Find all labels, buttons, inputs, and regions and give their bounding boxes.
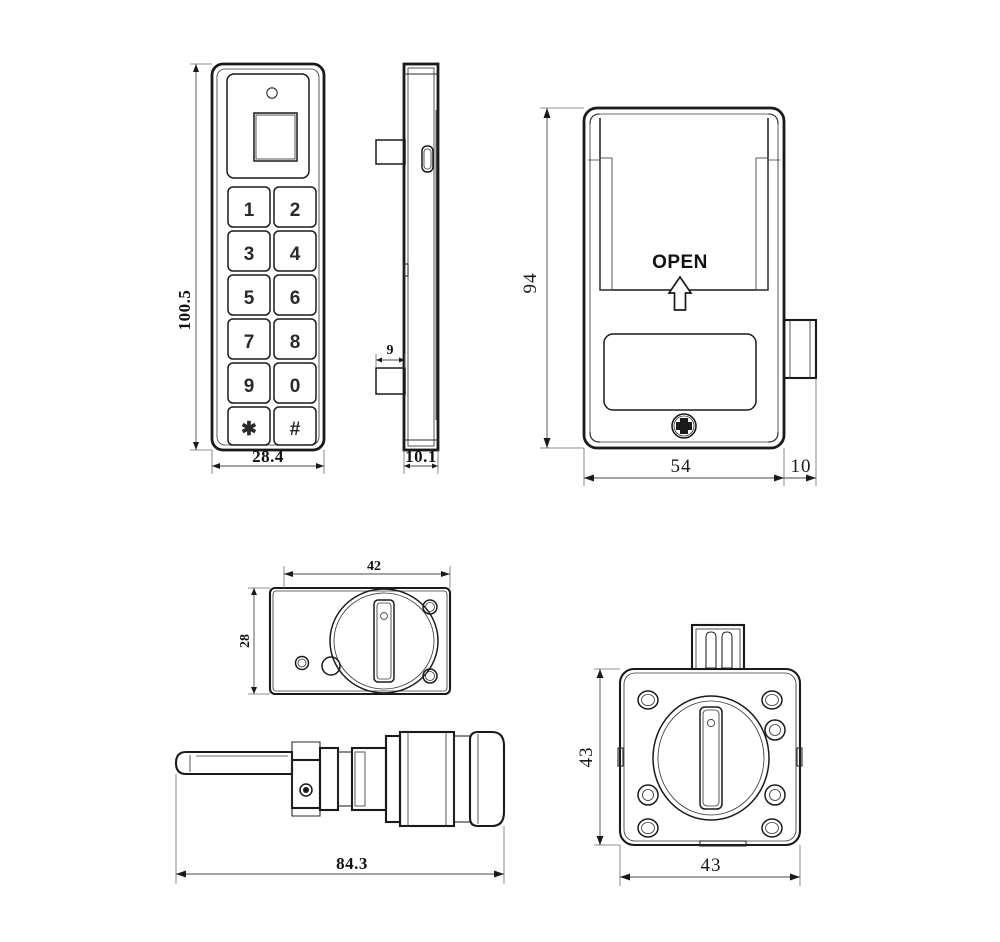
up-arrow-icon [667, 275, 693, 311]
key-label: 0 [290, 376, 301, 397]
knob-plate-front-view: 42 28 [238, 559, 452, 696]
key-label: 5 [244, 288, 255, 309]
lock-body [350, 746, 388, 812]
rear-housing-view: OPEN [520, 106, 818, 486]
key-2[interactable] [273, 186, 317, 228]
knob-assembly-side-view: 84.3 [174, 730, 506, 884]
dimension-rear-height [540, 107, 584, 449]
key-hash[interactable] [273, 406, 317, 446]
cam-arm [174, 750, 294, 776]
key-label: 6 [290, 288, 301, 309]
key-8[interactable] [273, 318, 317, 360]
usb-port-slot [421, 145, 434, 173]
key-0[interactable] [273, 362, 317, 404]
key-9[interactable] [227, 362, 271, 404]
key-label: 9 [244, 376, 255, 397]
key-star[interactable] [227, 406, 271, 446]
dimension-side-tab [375, 354, 406, 368]
mounting-hole [294, 655, 310, 671]
dimension-label-height: 100.5 [175, 290, 194, 331]
key-label: # [290, 419, 301, 440]
key-label: ✱ [241, 419, 257, 440]
dimension-rear-width [583, 448, 785, 486]
mounting-hole [764, 784, 786, 806]
key-5[interactable] [227, 274, 271, 316]
key-4[interactable] [273, 230, 317, 272]
led-indicator [266, 87, 278, 99]
key-label: 2 [290, 200, 301, 221]
mounting-hole [637, 818, 659, 838]
front-keypad-view: 1 2 3 4 5 6 7 8 9 0 [175, 62, 326, 474]
key-1[interactable] [227, 186, 271, 228]
mounting-hole [637, 690, 659, 710]
mounting-hole [637, 784, 659, 806]
dimension-label-rear-width: 54 [671, 456, 692, 477]
dimension-label-knob-height: 28 [238, 634, 253, 648]
dimension-label-knob-width: 42 [367, 559, 381, 574]
wire-connector [690, 623, 746, 671]
dimension-label-width: 28.4 [252, 447, 284, 466]
rotary-knob [329, 588, 439, 694]
dimension-label-rear-height: 94 [520, 273, 541, 294]
dimension-plate-height [594, 668, 620, 846]
key-label: 3 [244, 244, 255, 265]
mounting-holes-group [637, 690, 786, 838]
key-label: 1 [244, 200, 255, 221]
dimension-knob-height [248, 587, 270, 695]
mounting-hole [761, 818, 783, 838]
side-latch-block [782, 318, 818, 380]
mounting-hole [761, 690, 783, 710]
key-7[interactable] [227, 318, 271, 360]
dimension-rear-depth [784, 378, 817, 486]
dimension-front-height [190, 63, 212, 451]
key-label: 4 [290, 244, 301, 265]
dimension-assembly-length [175, 774, 505, 884]
phillips-screw-icon [671, 413, 697, 439]
key-6[interactable] [273, 274, 317, 316]
open-label: OPEN [652, 252, 708, 273]
mounting-hole [422, 599, 438, 615]
dimension-side-thickness [403, 450, 439, 474]
mounting-hole [764, 719, 786, 741]
keypad-grid: 1 2 3 4 5 6 7 8 9 0 [227, 186, 317, 446]
card-reader-window [253, 112, 298, 162]
mounting-hole [321, 656, 341, 676]
dimension-knob-width [283, 566, 451, 588]
battery-cover-panel [603, 333, 757, 411]
rotary-knob [652, 695, 770, 821]
knob-plate-rear-view: 43 43 [576, 623, 803, 886]
dimension-label-tab: 9 [387, 343, 394, 358]
lower-mounting-tab [375, 367, 406, 395]
dimension-plate-width [619, 845, 801, 886]
dimension-label-rear-depth: 10 [791, 456, 812, 477]
key-3[interactable] [227, 230, 271, 272]
dimension-label-thickness: 10.1 [405, 447, 437, 466]
key-label: 7 [244, 332, 255, 353]
key-label: 8 [290, 332, 301, 353]
upper-mounting-tab [375, 139, 406, 165]
dimension-label-plate-height: 43 [576, 747, 597, 768]
dimension-label-plate-width: 43 [701, 855, 722, 876]
dimension-front-width [211, 450, 325, 474]
side-profile-view: 9 10.1 [375, 62, 440, 474]
dimension-label-assembly-length: 84.3 [336, 854, 368, 873]
mounting-hole [422, 668, 438, 684]
